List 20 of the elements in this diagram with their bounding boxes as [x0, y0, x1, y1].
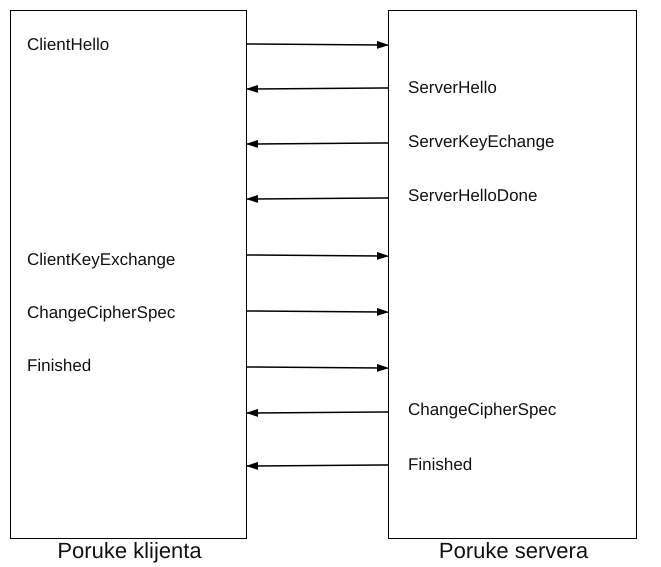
arrow [246, 194, 388, 203]
arrow [246, 140, 388, 148]
panel-heading: Poruke klijenta [56, 538, 203, 564]
arrow [246, 84, 388, 93]
message-name: ClientHello [27, 35, 110, 55]
message-name: Finished [408, 455, 472, 475]
message-name: ServerHelloDone [408, 186, 538, 206]
message-name: Finished [27, 356, 92, 376]
arrow [247, 364, 389, 372]
message-name: ChangeCipherSpec [408, 400, 556, 420]
arrow [246, 462, 388, 470]
arrow [247, 252, 389, 260]
arrow [247, 308, 389, 316]
message-name: ServerHello [408, 78, 497, 98]
message-name: ChangeCipherSpec [27, 303, 176, 323]
panel-heading: Poruke servera [438, 538, 590, 564]
arrow [246, 408, 388, 417]
message-name: ClientKeyExchange [27, 250, 176, 270]
arrow [247, 40, 389, 49]
message-name: ServerKeyEchange [408, 132, 554, 152]
